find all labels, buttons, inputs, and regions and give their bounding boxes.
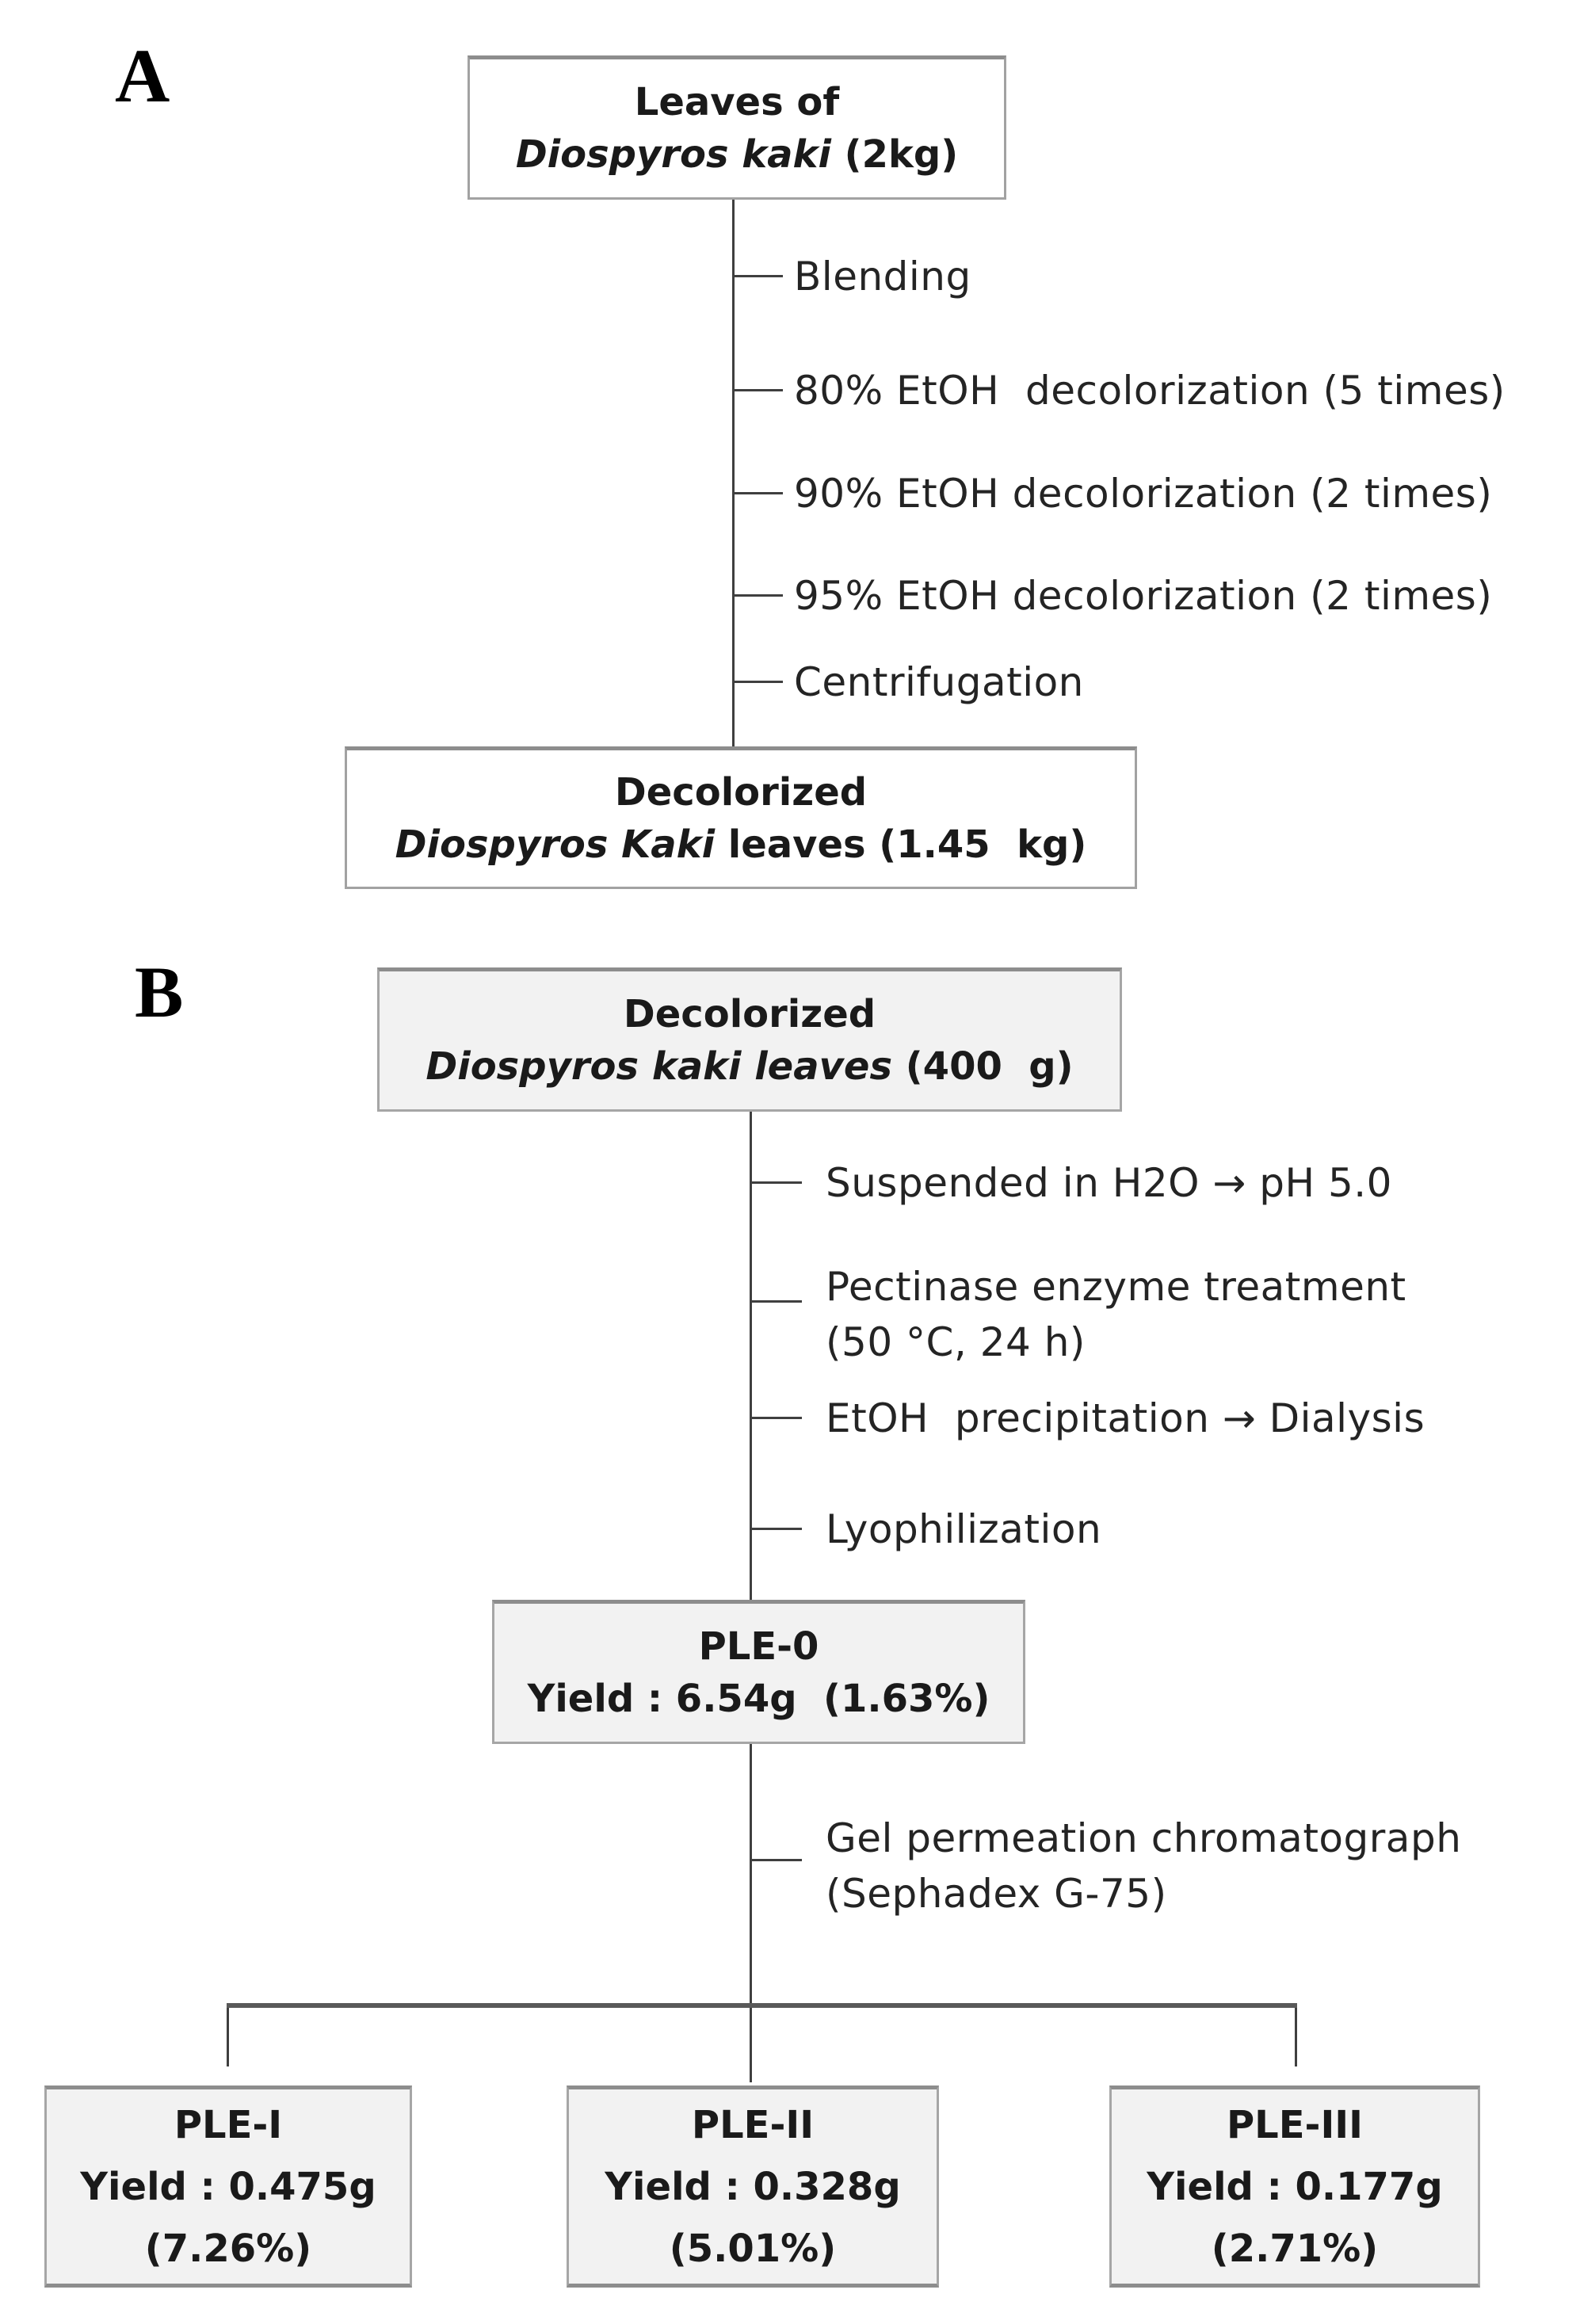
step-tick <box>734 275 783 277</box>
species-name: Diospyros kaki leaves <box>426 1044 893 1089</box>
species-name: Diospyros Kaki <box>395 822 716 867</box>
box-line: Yield : 0.328g <box>605 2164 901 2209</box>
box-line: Diospyros kaki (2kg) <box>516 128 958 181</box>
species-name: Diospyros kaki <box>515 132 831 177</box>
process-step-95-etoh: 95% EtOH decolorization (2 times) <box>794 573 1493 619</box>
box-ple0: PLE-0 Yield : 6.54g (1.63%) <box>492 1600 1025 1744</box>
box-line: PLE-III <box>1226 2102 1364 2147</box>
process-step-gel-permeation: Gel permeation chromatograph (Sephadex G… <box>826 1815 1462 1917</box>
box-ple2: PLE-II Yield : 0.328g (5.01%) <box>567 2085 939 2288</box>
box-line: Yield : 0.475g <box>80 2164 376 2209</box>
box-decolorized-leaves-source: Decolorized Diospyros kaki leaves (400 g… <box>377 967 1122 1112</box>
box-line: Diospyros kaki leaves (400 g) <box>426 1040 1073 1093</box>
box-line: (2.71%) <box>1211 2226 1379 2271</box>
box-line: Leaves of <box>634 80 840 124</box>
process-step-90-etoh: 90% EtOH decolorization (2 times) <box>794 471 1493 517</box>
box-leaves-of-diospyros-kaki: Leaves of Diospyros kaki (2kg) <box>468 55 1006 200</box>
connector-line-a <box>732 200 735 746</box>
process-step-lyophilization: Lyophilization <box>826 1506 1102 1552</box>
step-tick <box>734 681 783 683</box>
step-tick <box>751 1417 802 1419</box>
step-tick <box>734 492 783 494</box>
box-line: PLE-II <box>691 2102 815 2147</box>
connector-line-b-lower <box>750 1744 752 2082</box>
process-step-blending: Blending <box>794 254 971 300</box>
box-line: (7.26%) <box>144 2226 312 2271</box>
box-decolorized-leaves-result: Decolorized Diospyros Kaki leaves (1.45 … <box>345 746 1137 889</box>
box-line: Yield : 6.54g (1.63%) <box>527 1677 990 1721</box>
step-tick <box>751 1300 802 1303</box>
step-tick <box>734 594 783 597</box>
process-step-etoh-precipitation: EtOH precipitation → Dialysis <box>826 1395 1425 1441</box>
box-line-rest: (400 g) <box>892 1044 1074 1089</box>
process-step-centrifugation: Centrifugation <box>794 659 1084 705</box>
box-line: Diospyros Kaki leaves (1.45 kg) <box>395 819 1087 871</box>
branch-drop-right <box>1295 2008 1297 2066</box>
box-ple1: PLE-I Yield : 0.475g (7.26%) <box>44 2085 412 2288</box>
step-tick <box>751 1859 802 1861</box>
panel-b-label: B <box>135 952 184 1032</box>
step-tick <box>751 1528 802 1530</box>
process-step-suspended-h2o: Suspended in H2O → pH 5.0 <box>826 1160 1392 1206</box>
box-line-rest: (2kg) <box>830 132 959 177</box>
box-line: PLE-0 <box>698 1624 819 1669</box>
panel-a-label: A <box>115 33 170 118</box>
box-line: Yield : 0.177g <box>1147 2164 1443 2209</box>
branch-drop-left <box>227 2008 229 2066</box>
box-ple3: PLE-III Yield : 0.177g (2.71%) <box>1109 2085 1480 2288</box>
box-line: PLE-I <box>174 2102 283 2147</box>
box-line: Decolorized <box>614 770 868 815</box>
box-line: (5.01%) <box>669 2226 837 2271</box>
step-tick <box>734 389 783 391</box>
step-tick <box>751 1181 802 1184</box>
process-step-80-etoh: 80% EtOH decolorization (5 times) <box>794 368 1506 414</box>
branch-horizontal-line <box>227 2003 1297 2008</box>
box-line: Decolorized <box>623 992 876 1036</box>
process-step-pectinase: Pectinase enzyme treatment (50 °C, 24 h) <box>826 1264 1406 1365</box>
connector-line-b-upper <box>750 1112 752 1600</box>
box-line-rest: leaves (1.45 kg) <box>715 822 1087 867</box>
